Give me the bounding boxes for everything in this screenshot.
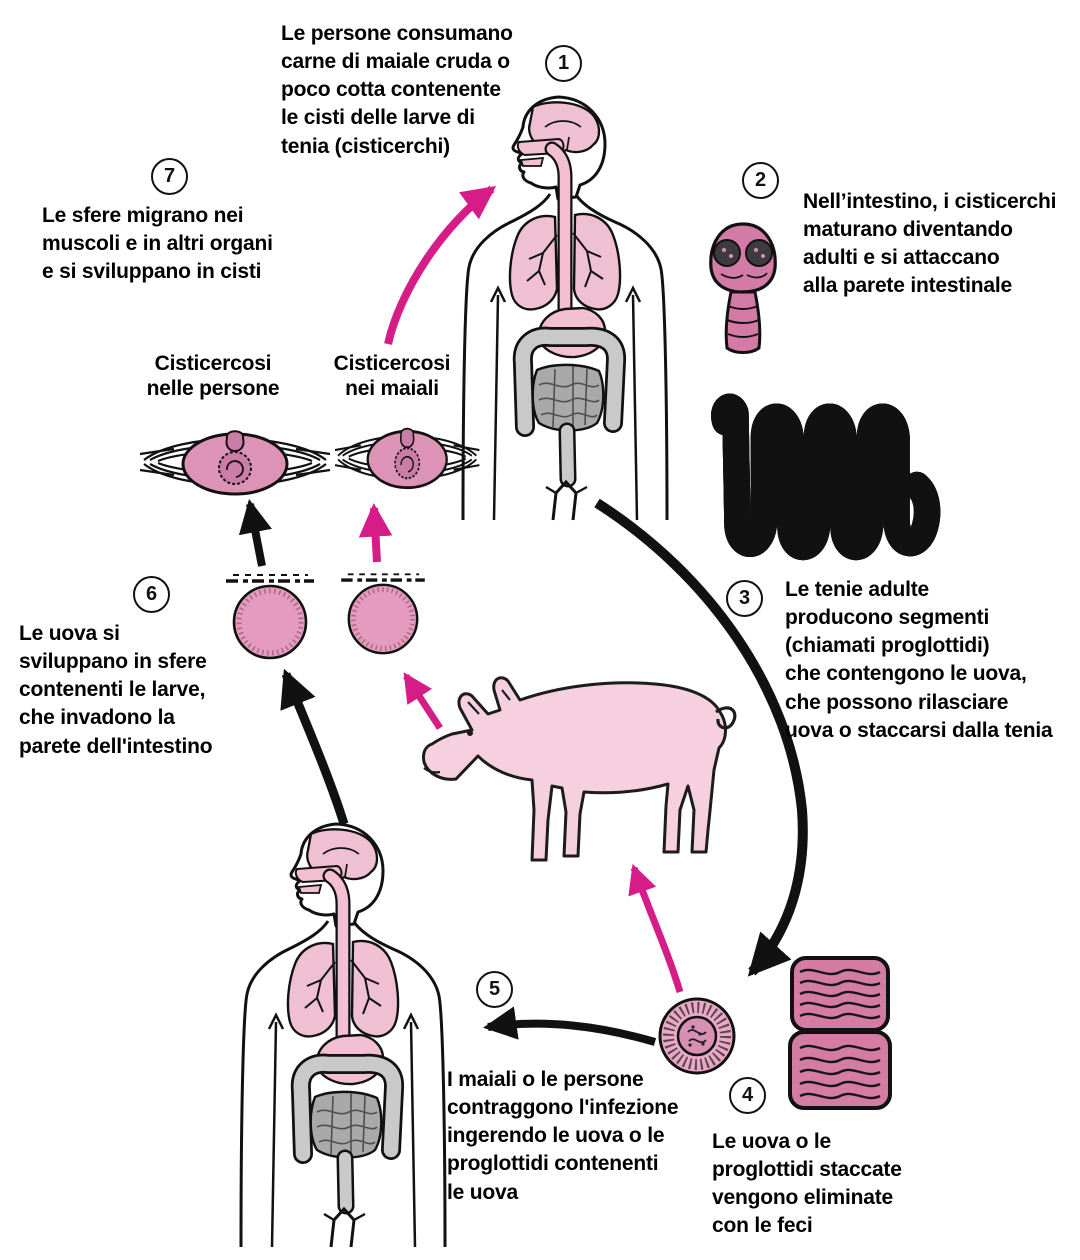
step-6-number: 6 <box>133 576 170 613</box>
arrow-step1-to-mouth <box>384 185 497 345</box>
arrow-egg-to-pig <box>628 863 684 994</box>
step-2-number: 2 <box>742 162 779 199</box>
step-3-caption: Le tenie adulte producono segmenti (chia… <box>785 578 1053 742</box>
label-cysticercosis-pigs: Cisticercosi nei maiali <box>333 352 451 400</box>
tapeworm-scolex-illustration <box>709 222 777 354</box>
step-1-number: 1 <box>545 45 582 82</box>
adult-tapeworm-coil-illustration <box>724 407 927 546</box>
step-6-caption: Le uova si sviluppano in sfere contenent… <box>19 622 213 758</box>
arrow-human-to-sphere-step6 <box>280 668 349 826</box>
proglottids-illustration <box>788 956 892 1110</box>
step-1-caption: Le persone consumano carne di maiale cru… <box>281 22 513 158</box>
cyst-in-muscle-people-illustration <box>138 429 332 496</box>
arrow-sphere-to-pig-cyst <box>358 502 393 563</box>
cyst-in-muscle-pigs-illustration <box>333 427 481 490</box>
step-2-caption: Nell’intestino, i cisticerchi maturano d… <box>803 190 1057 298</box>
larval-sphere-left-illustration <box>226 575 314 658</box>
pig-illustration <box>422 676 737 862</box>
step-5-number: 5 <box>476 971 513 1008</box>
arrow-egg-to-human-step5 <box>483 1006 657 1046</box>
larval-sphere-right-illustration <box>341 574 425 653</box>
arrow-pig-to-sphere <box>403 672 443 730</box>
step-3-number: 3 <box>726 580 763 617</box>
step-5-caption: I maiali o le persone contraggono l'infe… <box>447 1068 679 1204</box>
arrow-human-to-egg-step3 <box>594 498 808 977</box>
human-figure-bottom <box>241 824 445 1247</box>
arrow-sphere-to-people-cyst <box>238 499 272 567</box>
step-7-caption: Le sfere migrano nei muscoli e in altri … <box>42 204 273 284</box>
step-4-caption: Le uova o le proglottidi staccate vengon… <box>712 1130 902 1238</box>
step-4-number: 4 <box>729 1077 766 1114</box>
egg-illustration <box>658 997 736 1075</box>
step-7-number: 7 <box>151 158 188 195</box>
label-cysticercosis-people: Cisticercosi nelle persone <box>146 352 280 400</box>
